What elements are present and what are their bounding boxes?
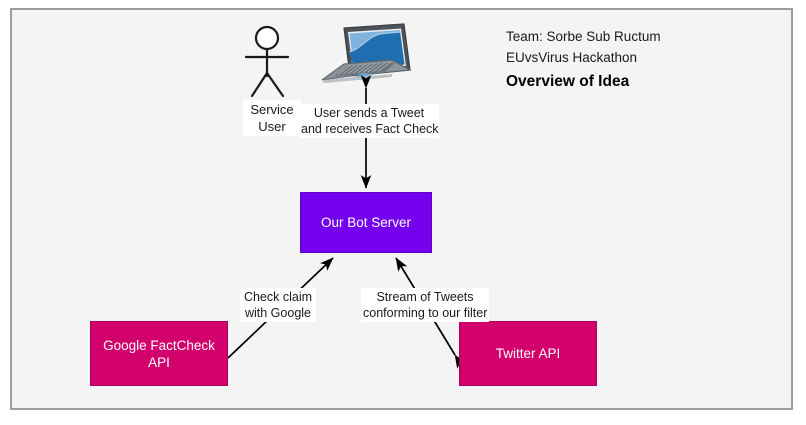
node-twitter-api[interactable]: Twitter API: [459, 321, 597, 386]
page-title: Overview of Idea: [506, 73, 630, 90]
header-block: Team: Sorbe Sub Ructum EUvsVirus Hackath…: [506, 26, 776, 94]
node-bot-server[interactable]: Our Bot Server: [300, 192, 432, 253]
team-line: Team: Sorbe Sub Ructum: [506, 29, 661, 44]
event-line: EUvsVirus Hackathon: [506, 50, 638, 65]
